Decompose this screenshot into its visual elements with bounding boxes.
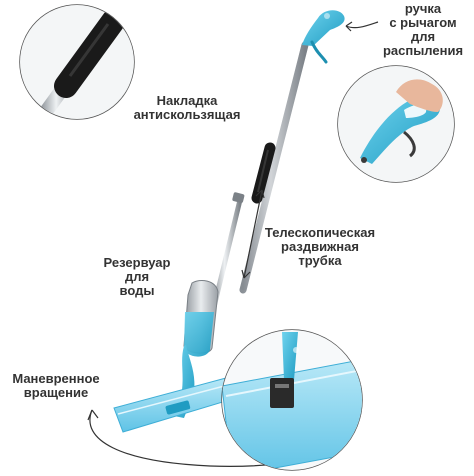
label-water-reservoir: Резервуар для воды bbox=[103, 255, 171, 298]
spray-handle bbox=[302, 10, 345, 64]
label-anti-slip-grip: Накладка антискользящая bbox=[133, 93, 241, 122]
label-spray-handle: ручка с рычагом для распыления bbox=[382, 1, 464, 58]
inset-joint-closeup bbox=[221, 329, 363, 471]
pole bbox=[209, 41, 309, 316]
inset-grip-closeup bbox=[19, 4, 135, 120]
label-telescopic-tube: Телескопическая раздвижная трубка bbox=[264, 225, 376, 268]
mop-pad bbox=[113, 377, 237, 433]
telescopic-arrow bbox=[241, 189, 265, 279]
handle-pointer bbox=[345, 21, 379, 29]
inset-handle-closeup bbox=[337, 65, 455, 183]
label-maneuverable-rotation: Маневренное вращение bbox=[12, 371, 100, 400]
